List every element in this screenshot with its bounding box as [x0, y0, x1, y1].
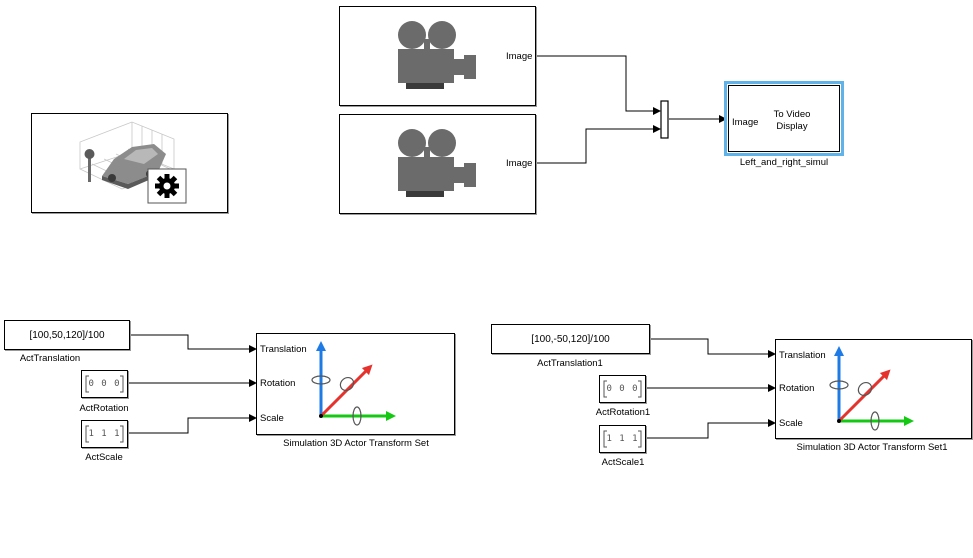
actor-transform-set1-caption: Simulation 3D Actor Transform Set1 — [796, 442, 948, 453]
act-scale1-block[interactable]: 1 1 1 — [599, 425, 646, 453]
port-rotation1-label: Rotation — [779, 383, 815, 394]
port-rotation-label: Rotation — [260, 378, 296, 389]
wire-scale1 — [128, 414, 257, 434]
video-camera-icon — [398, 129, 476, 197]
wire-trans1 — [130, 334, 257, 353]
act-translation-block[interactable]: [100,50,120]/100 — [4, 320, 130, 350]
act-scale1-value: 1 1 1 — [606, 434, 639, 444]
matrix-bracket-icon — [85, 375, 124, 393]
act-rotation-block[interactable]: 0 0 0 — [81, 370, 128, 398]
act-rotation-caption: ActRotation — [79, 403, 129, 414]
act-translation1-caption: ActTranslation1 — [537, 358, 603, 369]
transform-axes-icon — [311, 341, 396, 426]
act-rotation-value: 0 0 0 — [88, 379, 121, 389]
wire-trans2 — [650, 338, 776, 358]
actor-transform-set-block[interactable]: Translation Rotation Scale — [256, 333, 455, 435]
camera-block-1[interactable]: Image — [339, 6, 536, 106]
matrix-bracket-icon — [85, 425, 124, 443]
port-translation-label: Translation — [260, 344, 307, 355]
matrix-bracket-icon — [603, 430, 642, 448]
act-rotation1-caption: ActRotation1 — [595, 407, 651, 418]
wire-camera1-mux — [536, 55, 661, 115]
mux-block — [660, 100, 669, 139]
transform-axes-icon — [829, 346, 914, 431]
video-display-text: To Video Display — [773, 109, 811, 132]
port-scale1-label: Scale — [779, 418, 803, 429]
wire-camera2-mux — [536, 125, 661, 164]
act-scale-block[interactable]: 1 1 1 — [81, 420, 128, 448]
act-translation1-value: [100,-50,120]/100 — [531, 333, 610, 345]
act-rotation1-value: 0 0 0 — [606, 384, 639, 394]
port-translation1-label: Translation — [779, 350, 826, 361]
car-scene-icon — [79, 121, 187, 204]
camera-1-port-label: Image — [506, 51, 533, 62]
gear-icon — [155, 174, 179, 198]
act-scale-caption: ActScale — [85, 452, 123, 463]
video-display-caption: Left_and_right_simul — [739, 157, 829, 168]
actor-transform-set-caption: Simulation 3D Actor Transform Set — [283, 438, 429, 449]
act-rotation1-block[interactable]: 0 0 0 — [599, 375, 646, 403]
video-camera-icon — [398, 21, 476, 89]
act-scale-value: 1 1 1 — [88, 429, 121, 439]
video-display-port-label: Image — [732, 117, 759, 128]
camera-block-2[interactable]: Image — [339, 114, 536, 214]
act-translation-value: [100,50,120]/100 — [29, 329, 105, 341]
act-translation1-block[interactable]: [100,-50,120]/100 — [491, 324, 650, 354]
matrix-bracket-icon — [603, 380, 642, 398]
act-scale1-caption: ActScale1 — [601, 457, 645, 468]
wire-scale2 — [646, 419, 776, 439]
video-display-block[interactable]: Image To Video Display — [724, 81, 844, 156]
act-translation-caption: ActTranslation — [19, 353, 81, 364]
camera-2-port-label: Image — [506, 158, 533, 169]
port-scale-label: Scale — [260, 413, 284, 424]
scene-configuration-block[interactable] — [31, 113, 228, 213]
actor-transform-set1-block[interactable]: Translation Rotation Scale — [775, 339, 972, 439]
